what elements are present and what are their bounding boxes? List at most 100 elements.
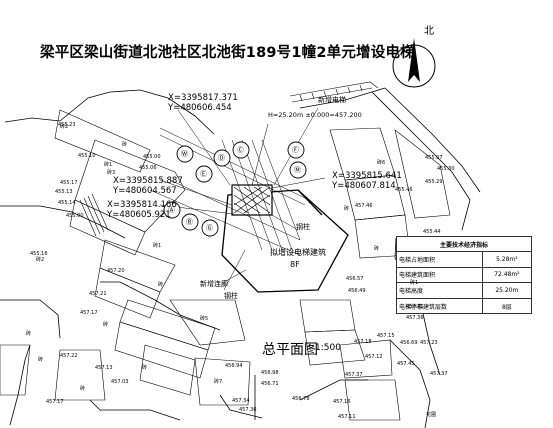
building-material-label: 砖2 <box>60 124 69 130</box>
coord-x-1: X=3395817.371 <box>168 93 238 103</box>
elevation-label: 456.78 <box>292 396 310 402</box>
elevation-label: 456.57 <box>346 276 364 282</box>
building-material-label: 砖 <box>122 142 128 148</box>
elevation-label: 455.13 <box>55 189 73 195</box>
axis-marker-a: Ⓐ <box>168 206 175 214</box>
hatched-strip <box>79 193 109 237</box>
north-arrow-icon <box>392 38 436 88</box>
elevation-label: 455.29 <box>425 179 443 185</box>
elevation-label: 457.36 <box>406 315 424 321</box>
elevation-label: 457.16 <box>333 399 351 405</box>
elevation-label: 455.10 <box>78 153 96 159</box>
table-row: 电梯占地面积 5.28m² <box>396 251 533 268</box>
elevation-label: 457.37 <box>430 371 448 377</box>
elevation-label: 455.14 <box>58 200 76 206</box>
elevation-label: 457.46 <box>355 203 373 209</box>
coord-y-2: Y=480607.814 <box>332 181 396 191</box>
tech-value: 72.48m² <box>481 266 533 284</box>
elevation-label: 456.71 <box>261 381 279 387</box>
elevation-label: 455.23 <box>58 122 76 128</box>
table-row: 电梯建筑面积 72.48m² <box>396 266 533 284</box>
elevation-label: 457.23 <box>420 340 438 346</box>
elevation-label: 455.46 <box>395 187 413 193</box>
steel-column-label-1: 钢柱 <box>296 223 310 231</box>
plan-title: 总平面图 <box>262 342 318 358</box>
building-material-label: 砖3 <box>107 170 116 176</box>
elevation-label: 455.07 <box>425 155 443 161</box>
building-material-label: 砖7 <box>214 379 223 385</box>
height-note: H=25.20m ±0.000=457.200 <box>268 111 362 119</box>
elevation-label: 455.16 <box>30 251 48 257</box>
elevation-label: 457.34 <box>232 398 250 404</box>
tech-table-header: 主要技术经济指标 <box>396 236 532 252</box>
elevation-label: 456.98 <box>261 370 279 376</box>
elevation-label: 455.17 <box>60 180 78 186</box>
elevation-label: 457.37 <box>345 372 363 378</box>
coord-y-1: Y=480606.454 <box>168 103 232 113</box>
target-building-outline <box>221 189 349 293</box>
new-elevator-label: 新增电梯 <box>318 96 346 104</box>
building-material-label: 砖 <box>142 365 148 371</box>
building-material-label: 砖 <box>344 206 350 212</box>
axis-marker-g: Ⓖ <box>206 224 213 232</box>
building-material-label: 砖 <box>374 246 380 252</box>
elevation-label: 457.13 <box>95 365 113 371</box>
coord-y-3: Y=480604.567 <box>113 186 177 196</box>
building-material-label: 砖2 <box>36 257 45 263</box>
building-material-label: 花圃 <box>426 412 437 418</box>
elevation-label: 457.22 <box>60 353 78 359</box>
tech-value: 5.28m² <box>481 251 533 268</box>
elevation-label: 457.18 <box>354 339 372 345</box>
coord-y-4: Y=480605.921 <box>107 210 171 220</box>
building-material-label: 砖1 <box>104 162 113 168</box>
table-row: 电梯停靠建筑层数 8层 <box>396 297 533 315</box>
north-label: 北 <box>424 26 434 37</box>
axis-marker-w: Ⓦ <box>181 150 188 158</box>
elevation-label: 457.41 <box>406 304 424 310</box>
elevation-label: 457.03 <box>111 379 129 385</box>
elevation-label: 457.21 <box>89 291 107 297</box>
elevation-label: 457.20 <box>107 268 125 274</box>
tech-label: 电梯占地面积 <box>396 251 483 268</box>
elevation-label: 457.17 <box>46 399 64 405</box>
axis-marker-b: Ⓑ <box>186 218 193 226</box>
building-material-label: 砖 <box>38 357 44 363</box>
axis-marker-f: Ⓕ <box>292 146 299 154</box>
coord-x-2: X=3395815.641 <box>332 171 402 181</box>
building-floors-label: 8F <box>290 260 300 269</box>
axis-marker-c: Ⓒ <box>237 146 244 154</box>
building-material-label: 砖 <box>80 386 86 392</box>
elevation-label: 455.30 <box>437 166 455 172</box>
plan-scale: 1:500 <box>315 343 341 353</box>
coord-x-4: X=3395814.166 <box>107 200 177 210</box>
elevation-label: 455.00 <box>66 213 84 219</box>
site-boundary-lines <box>0 87 481 428</box>
building-material-label: 砖 <box>26 331 32 337</box>
elevation-label: 457.11 <box>338 414 356 420</box>
page-title: 梁平区梁山街道北池社区北池街189号1幢2单元增设电梯 <box>40 45 415 61</box>
tech-value: 25.20m <box>481 282 533 299</box>
elevation-label: 455.06 <box>139 165 157 171</box>
axis-circle-markers <box>163 141 307 237</box>
axis-marker-d: Ⓓ <box>218 154 225 162</box>
elevation-label: 456.69 <box>400 340 418 346</box>
elevation-label: 456.94 <box>225 363 243 369</box>
tech-indicators-table: 主要技术经济指标 电梯占地面积 5.28m² 电梯建筑面积 72.48m² 电梯… <box>396 236 533 315</box>
tech-value: 8层 <box>481 297 533 315</box>
building-material-label: 砖6 <box>377 160 386 166</box>
axis-marker-m: Ⓜ <box>294 166 301 174</box>
new-elevator-core <box>231 184 273 216</box>
existing-buildings <box>0 109 451 421</box>
elevation-label: 455.00 <box>143 154 161 160</box>
elevation-label: 457.45 <box>397 361 415 367</box>
axis-marker-e: Ⓔ <box>200 170 207 178</box>
new-corridor-label: 新增连廊 <box>200 280 228 288</box>
coord-x-3: X=3395815.887 <box>113 176 183 186</box>
steel-column-label-2: 钢柱 <box>224 292 238 300</box>
elevation-label: 457.17 <box>80 310 98 316</box>
elevation-label: 456.49 <box>348 288 366 294</box>
building-material-label: 砖5 <box>200 316 209 322</box>
leader-lines <box>159 107 326 291</box>
building-material-label: 砖 <box>103 322 109 328</box>
